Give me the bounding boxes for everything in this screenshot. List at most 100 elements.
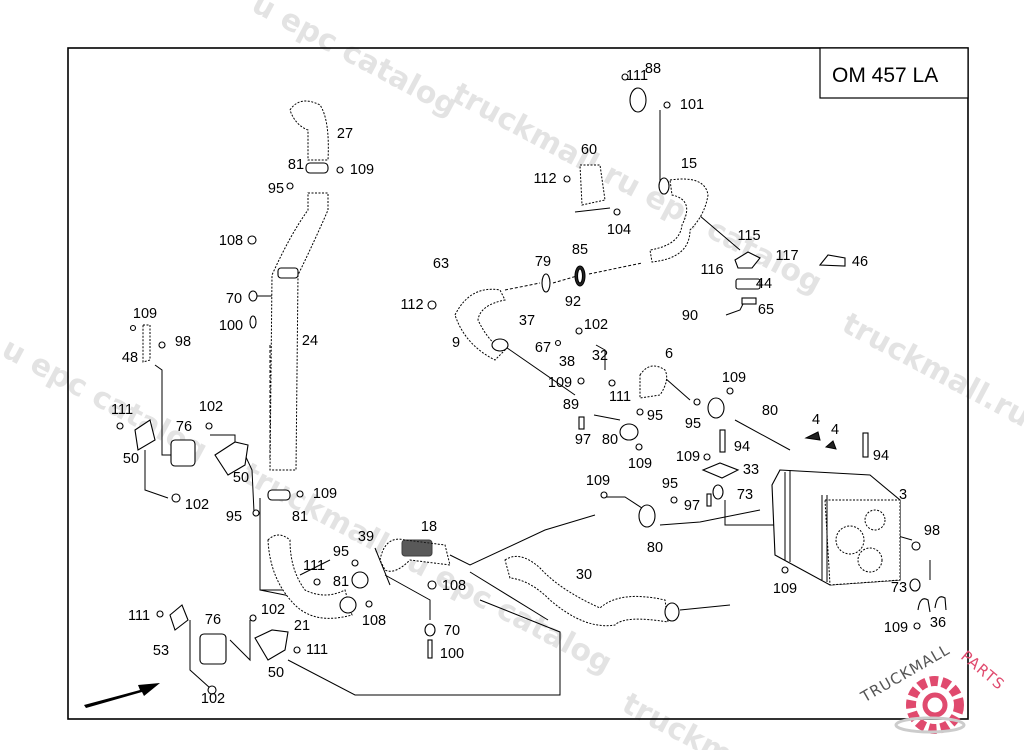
part-callout-3: 3 <box>899 487 907 503</box>
part-callout-112: 112 <box>533 171 556 187</box>
part-callout-76: 76 <box>176 419 192 435</box>
part-callout-39: 39 <box>358 529 374 545</box>
part-callout-9: 9 <box>452 335 460 351</box>
part-callout-50: 50 <box>268 665 284 681</box>
part-callout-95: 95 <box>685 416 701 432</box>
part-callout-109: 109 <box>133 306 157 322</box>
elbow-6 <box>639 365 668 399</box>
clip-36 <box>917 596 947 613</box>
part-callout-65: 65 <box>758 302 774 318</box>
part-callout-109: 109 <box>676 449 700 465</box>
part-callout-97: 97 <box>575 432 591 448</box>
part-callout-44: 44 <box>756 276 772 292</box>
part-callout-80: 80 <box>602 432 618 448</box>
part-callout-102: 102 <box>584 317 608 333</box>
part-callout-46: 46 <box>852 254 868 270</box>
part-callout-109: 109 <box>313 486 337 502</box>
part-callout-27: 27 <box>337 126 353 142</box>
part-callout-94: 94 <box>734 439 750 455</box>
part-callout-24: 24 <box>302 333 318 349</box>
bracket-53 <box>169 604 189 631</box>
part-callout-109: 109 <box>722 370 746 386</box>
part-callout-115: 115 <box>737 228 760 244</box>
part-callout-95: 95 <box>647 408 663 424</box>
connection-lines <box>269 262 643 461</box>
engine-title-box: OM 457 LA <box>819 47 969 99</box>
part-callout-102: 102 <box>199 399 223 415</box>
mount-76-b <box>199 633 227 665</box>
part-callout-98: 98 <box>175 334 191 350</box>
plate-33 <box>701 462 740 479</box>
part-callout-6: 6 <box>665 346 673 362</box>
pipe-21 <box>267 534 353 619</box>
part-callout-15: 15 <box>681 156 697 172</box>
clamp-80-c <box>638 504 656 528</box>
clamp-88 <box>629 87 647 113</box>
part-callout-60: 60 <box>581 142 597 158</box>
part-callout-111: 111 <box>128 608 150 624</box>
bracket-46 <box>818 254 846 267</box>
hose-9-end <box>491 338 509 352</box>
part-callout-33: 33 <box>743 462 759 478</box>
part-callout-111: 111 <box>306 642 328 658</box>
part-callout-98: 98 <box>924 523 940 539</box>
logo-text-accent: PARTS <box>957 647 1008 694</box>
part-callout-48: 48 <box>122 350 138 366</box>
part-callout-102: 102 <box>185 497 209 513</box>
part-callout-81: 81 <box>292 509 308 525</box>
part-callout-95: 95 <box>226 509 242 525</box>
part-callout-18: 18 <box>421 519 437 535</box>
part-callout-95: 95 <box>333 544 349 560</box>
hose-15 <box>649 178 709 263</box>
engine-title: OM 457 LA <box>832 64 938 87</box>
clamp-80-b <box>707 397 725 419</box>
direction-arrow-icon <box>84 683 160 708</box>
part-callout-109: 109 <box>884 620 908 636</box>
part-callout-30: 30 <box>576 567 592 583</box>
part-callout-109: 109 <box>586 473 610 489</box>
pipe-21-end <box>339 596 357 614</box>
hardware-layer <box>116 73 921 695</box>
part-callout-111: 111 <box>609 389 631 405</box>
part-callout-32: 32 <box>592 348 608 364</box>
part-callout-90: 90 <box>682 308 698 324</box>
silencer-3 <box>771 469 901 586</box>
part-callout-80: 80 <box>762 403 778 419</box>
part-callout-95: 95 <box>662 476 678 492</box>
part-callout-95: 95 <box>268 181 284 197</box>
part-callout-21: 21 <box>294 618 310 634</box>
clamp-70 <box>277 267 299 279</box>
part-callout-101: 101 <box>680 97 704 113</box>
o-ring-79 <box>541 273 551 293</box>
part-callout-109: 109 <box>628 456 652 472</box>
clamp-80-a <box>619 423 639 441</box>
part-callout-85: 85 <box>572 242 588 258</box>
part-callout-111: 111 <box>626 68 648 84</box>
part-callout-67: 67 <box>535 340 551 356</box>
watermark: u epc catalog <box>246 0 463 124</box>
part-callout-117: 117 <box>775 248 798 264</box>
part-callout-4: 4 <box>812 412 820 428</box>
strap-48 <box>142 324 151 363</box>
part-callout-70: 70 <box>444 623 460 639</box>
bracket-65 <box>741 297 757 305</box>
part-callout-111: 111 <box>303 558 325 574</box>
part-callout-92: 92 <box>565 294 581 310</box>
part-callout-50: 50 <box>233 470 249 486</box>
part-callout-88: 88 <box>645 61 661 77</box>
part-callout-108: 108 <box>362 613 386 629</box>
part-callout-116: 116 <box>700 262 723 278</box>
pipe-24 <box>269 192 329 471</box>
part-callout-36: 36 <box>930 615 946 631</box>
part-callout-102: 102 <box>261 602 285 618</box>
watermark: truckm <box>616 686 738 750</box>
part-callout-108: 108 <box>442 578 466 594</box>
part-callout-50: 50 <box>123 451 139 467</box>
parts-layer <box>134 87 947 665</box>
mount-76-a <box>170 439 196 467</box>
bracket-50-a <box>134 419 156 451</box>
part-callout-109: 109 <box>548 375 572 391</box>
part-callout-104: 104 <box>607 222 631 238</box>
